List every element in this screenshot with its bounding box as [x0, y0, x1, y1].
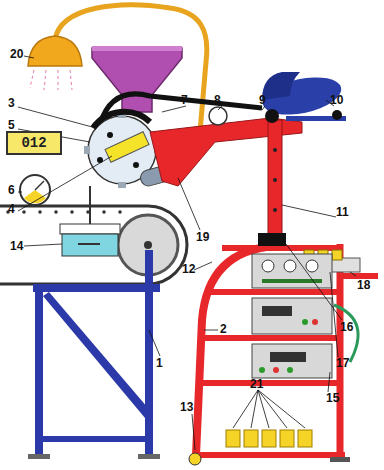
callout-number: 9 — [259, 93, 266, 107]
callout-number: 7 — [181, 93, 188, 107]
callout-number: 21 — [250, 377, 263, 391]
callout-number: 16 — [340, 320, 353, 334]
callout-number: 10 — [330, 93, 343, 107]
callout-number: 6 — [8, 183, 15, 197]
stand — [150, 118, 378, 465]
collector-box — [60, 186, 120, 256]
callout-number: 19 — [196, 230, 209, 244]
display-box: 012 — [6, 131, 62, 155]
callout-number: 20 — [10, 47, 23, 61]
pressure-gauge — [20, 175, 50, 205]
lamp — [28, 5, 207, 132]
conveyor-frame — [28, 250, 160, 459]
vacuum-unit — [259, 71, 346, 123]
display-reading: 012 — [21, 135, 46, 151]
pulley — [209, 107, 227, 125]
callout-number: 3 — [8, 96, 15, 110]
conveyor — [0, 206, 187, 284]
callout-number: 5 — [8, 118, 15, 132]
callout-number: 1 — [156, 356, 163, 370]
callout-number: 12 — [182, 262, 195, 276]
instruments — [252, 233, 360, 378]
hopper-rim — [92, 46, 182, 51]
callout-number: 13 — [180, 400, 193, 414]
hopper — [92, 48, 182, 112]
callout-number: 17 — [336, 356, 349, 370]
sample-boxes — [226, 430, 312, 447]
callout-number: 2 — [220, 322, 227, 336]
callout-number: 18 — [357, 278, 370, 292]
callout-number: 14 — [10, 239, 23, 253]
callout-number: 15 — [326, 391, 339, 405]
callout-number: 11 — [336, 205, 349, 219]
callout-number: 4 — [8, 202, 15, 216]
callout-number: 8 — [214, 93, 221, 107]
leader-lines — [18, 56, 356, 450]
